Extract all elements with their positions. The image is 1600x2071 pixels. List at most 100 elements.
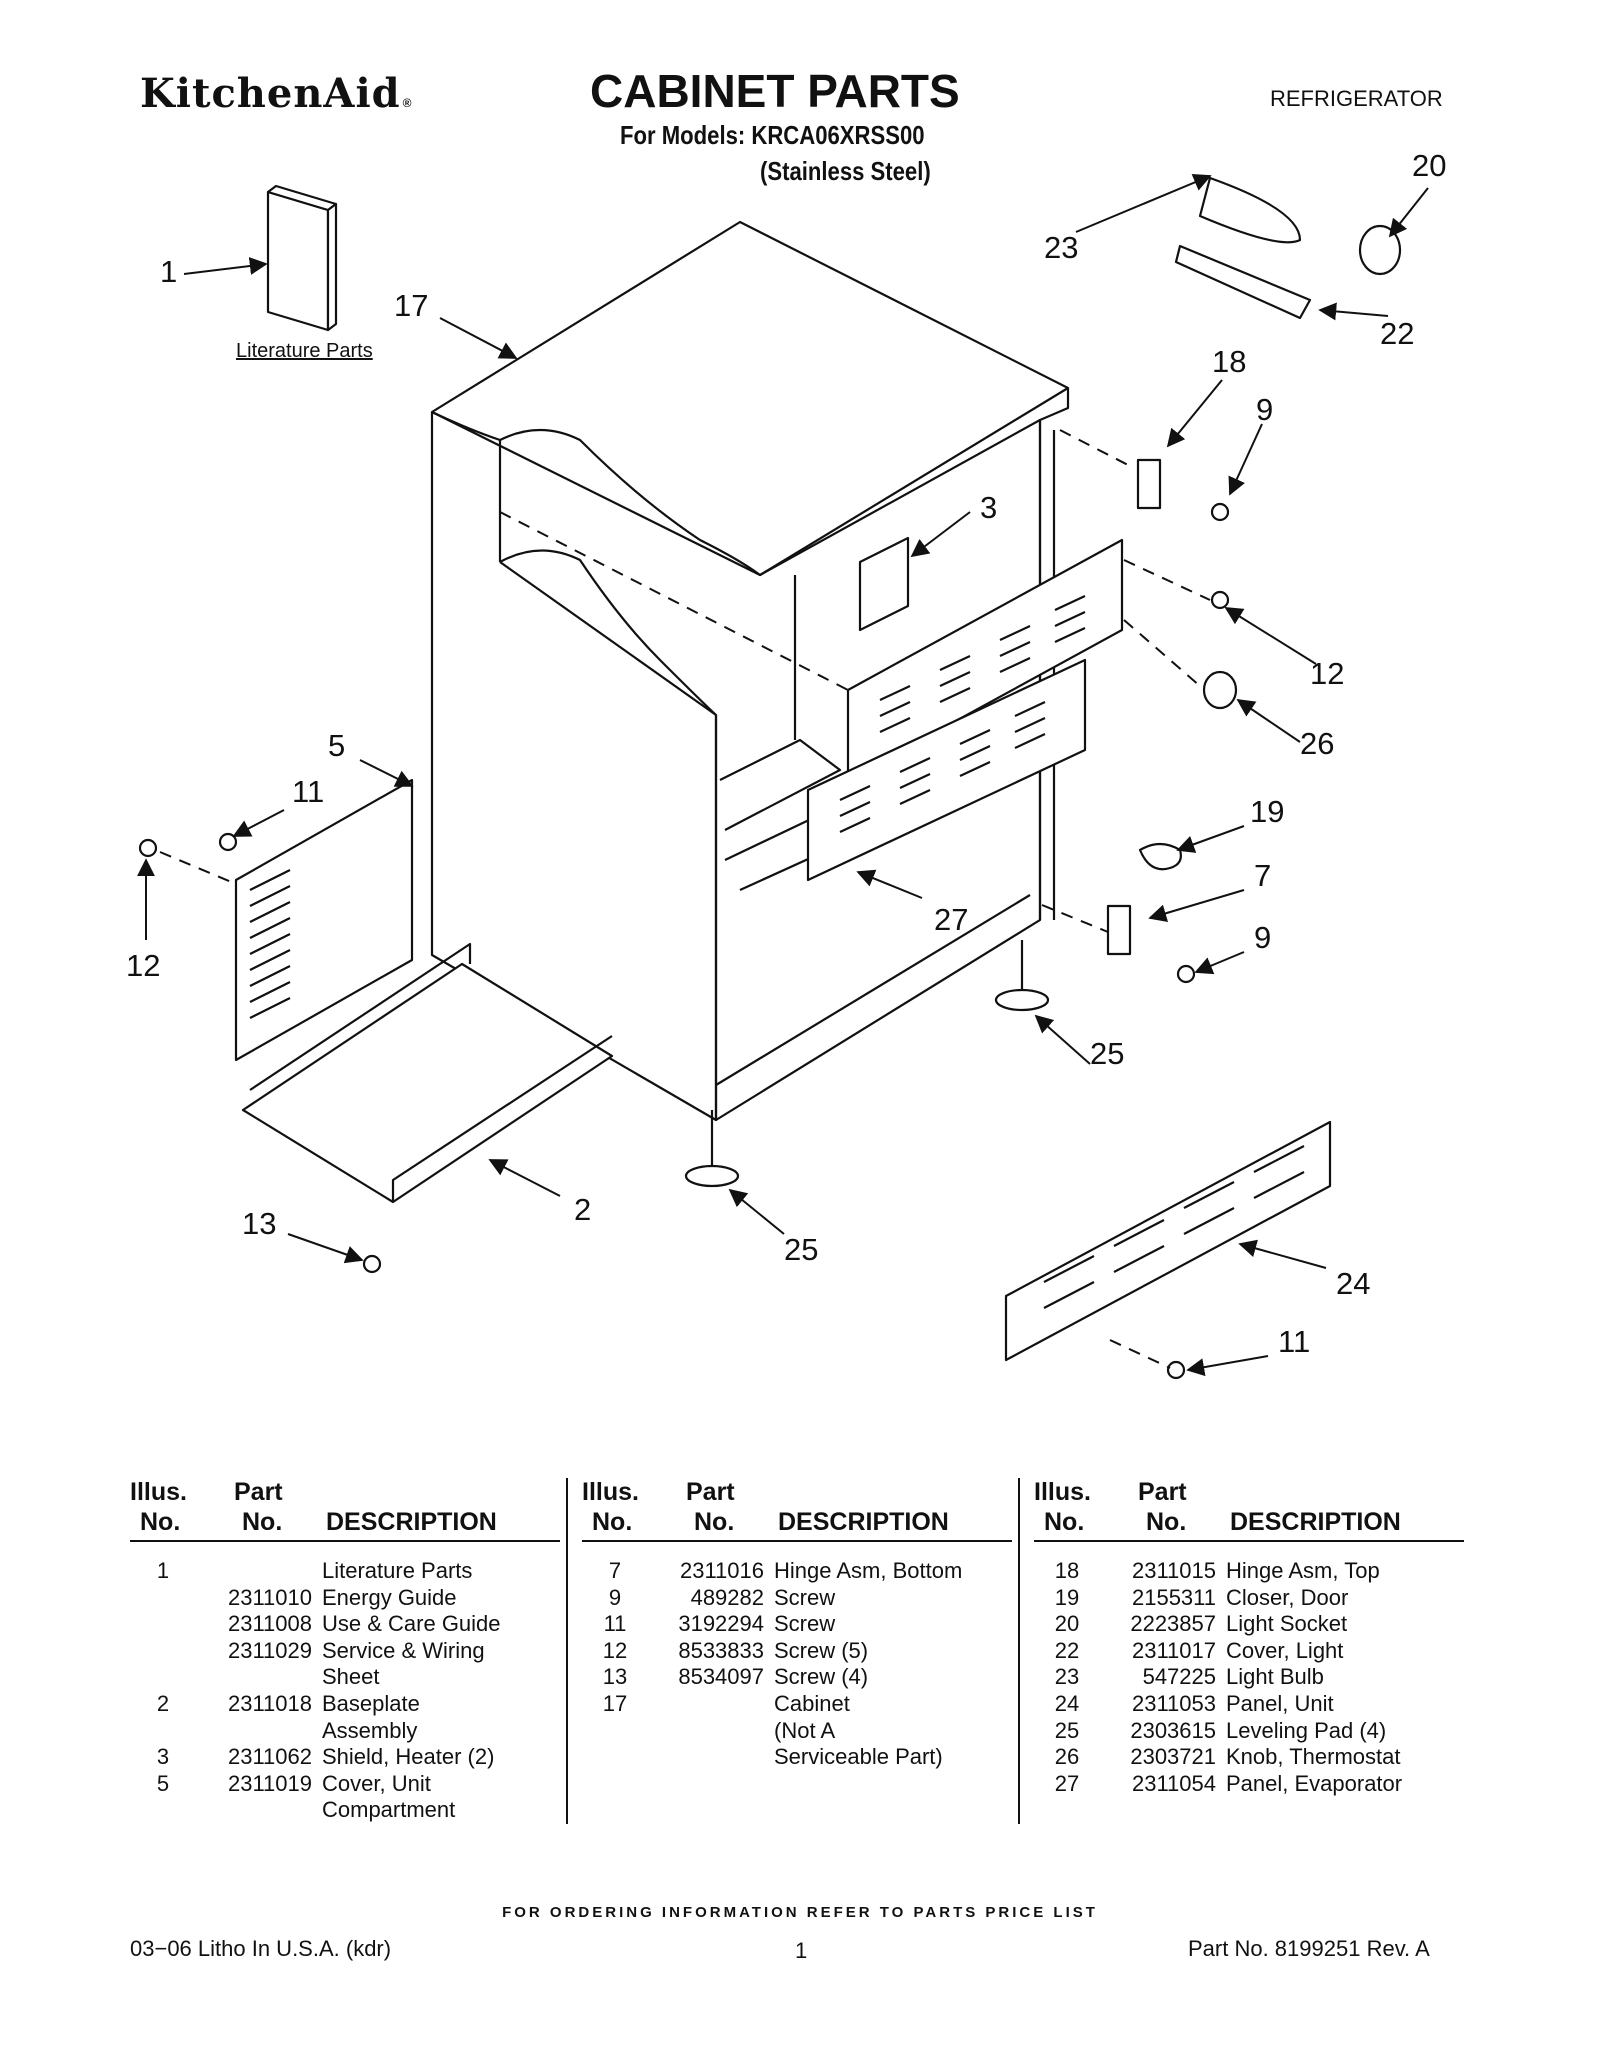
illus-number: 26 [1054,1744,1080,1770]
table-row: 9 489282 Screw [582,1585,1012,1612]
header-illus: Illus. [1034,1478,1091,1506]
brand-registered-mark: ® [402,96,413,110]
callout-7: 7 [1254,858,1272,893]
header-illus-no: No. [592,1508,633,1536]
header-part-no: No. [1146,1508,1187,1536]
description-cell: Panel, Evaporator [1226,1770,1403,1796]
illus-number: 9 [608,1584,622,1610]
parts-table-header: Illus. No. Part No. DESCRIPTION [582,1478,1012,1542]
description-cell: Light Bulb [1226,1664,1324,1690]
callout-3: 3 [980,490,998,525]
illus-number: 3 [156,1744,170,1770]
header-description: DESCRIPTION [1230,1508,1401,1536]
door-closer [1138,842,1182,871]
illus-number: 7 [608,1558,622,1583]
leader-arrows [137,173,1429,1377]
description-cell: Hinge Asm, Bottom [774,1558,963,1583]
description-cell: Serviceable Part) [774,1744,943,1770]
finish-line: (Stainless Steel) [760,156,931,186]
callout-25-bottom: 25 [784,1232,819,1267]
callout-9-top: 9 [1256,392,1274,427]
part-number-cell: 2311054 [1131,1770,1216,1796]
hinge-top [1136,458,1162,510]
table-row: Sheet [130,1664,560,1691]
callout-27: 27 [934,902,969,937]
description-cell: (Not A [774,1717,836,1743]
description-cell: Knob, Thermostat [1226,1744,1401,1770]
part-number-cell: 2311018 [227,1690,312,1716]
description-cell: Literature Parts [322,1558,473,1583]
alignment-lines [159,429,1211,1369]
description-cell: Baseplate [322,1690,420,1716]
callout-9-bottom: 9 [1254,920,1272,955]
callout-25-right: 25 [1090,1036,1125,1071]
part-number-cell: 2311019 [227,1770,312,1796]
part-number-cell: 2311010 [227,1584,312,1610]
part-number-cell: 2311029 [227,1637,312,1663]
parts-table-2: Illus. No. Part No. DESCRIPTION 7 2311016… [582,1478,1012,1771]
illus-number: 20 [1054,1611,1080,1637]
table-row: 2311008 Use & Care Guide [130,1611,560,1638]
header-illus: Illus. [582,1478,639,1506]
description-cell: Cover, Light [1226,1637,1344,1663]
description-cell: Leveling Pad (4) [1226,1717,1387,1743]
header-part: Part [1138,1478,1187,1506]
header-part: Part [686,1478,735,1506]
illus-number: 2 [156,1690,170,1716]
header-part: Part [234,1478,283,1506]
illus-number: 17 [602,1690,628,1716]
description-cell: Compartment [322,1797,456,1823]
product-category: REFRIGERATOR [1270,86,1443,111]
part-number-cell: 489282 [690,1584,764,1610]
callout-5: 5 [328,728,346,763]
literature-booklet [266,184,338,332]
table-divider-2 [1018,1478,1020,1824]
part-number-cell: 547225 [1142,1664,1216,1690]
description-cell: Screw (4) [774,1664,869,1690]
illus-number: 11 [603,1611,627,1637]
page-number: 1 [795,1938,808,1963]
header-illus: Illus. [130,1478,187,1506]
illus-number: 18 [1054,1558,1080,1583]
unit-panel [1004,1120,1332,1362]
description-cell: Use & Care Guide [322,1611,501,1637]
callout-20: 20 [1412,148,1447,183]
description-cell: Light Socket [1226,1611,1348,1637]
parts-table-header: Illus. No. Part No. DESCRIPTION [1034,1478,1464,1542]
part-number-cell: 2223857 [1130,1611,1216,1637]
illus-number: 1 [156,1558,170,1583]
callout-22: 22 [1380,316,1415,351]
header-part-no: No. [242,1508,283,1536]
illus-number: 5 [156,1770,170,1796]
baseplate [241,942,614,1204]
description-cell: Screw [774,1584,836,1610]
part-number-cell: 2155311 [1131,1584,1216,1610]
literature-parts-label: Literature Parts [236,340,373,362]
illus-number: 24 [1054,1690,1080,1716]
part-number-cell: 2311017 [1131,1637,1216,1663]
screws [138,502,1230,1380]
header-description: DESCRIPTION [778,1508,949,1536]
description-cell: Screw (5) [774,1637,869,1663]
illus-number: 25 [1054,1717,1080,1743]
callout-26: 26 [1300,726,1335,761]
models-line: For Models: KRCA06XRSS00 [620,120,925,150]
callout-2: 2 [574,1192,592,1227]
part-number-cell: 2311008 [227,1611,312,1637]
illus-number: 12 [602,1637,628,1663]
part-number-cell: 2311016 [679,1558,764,1583]
unit-compartment-cover [234,778,414,1062]
leveling-pads [684,940,1050,1188]
brand-name: KitchenAid [140,70,401,117]
illus-number: 27 [1054,1770,1080,1796]
